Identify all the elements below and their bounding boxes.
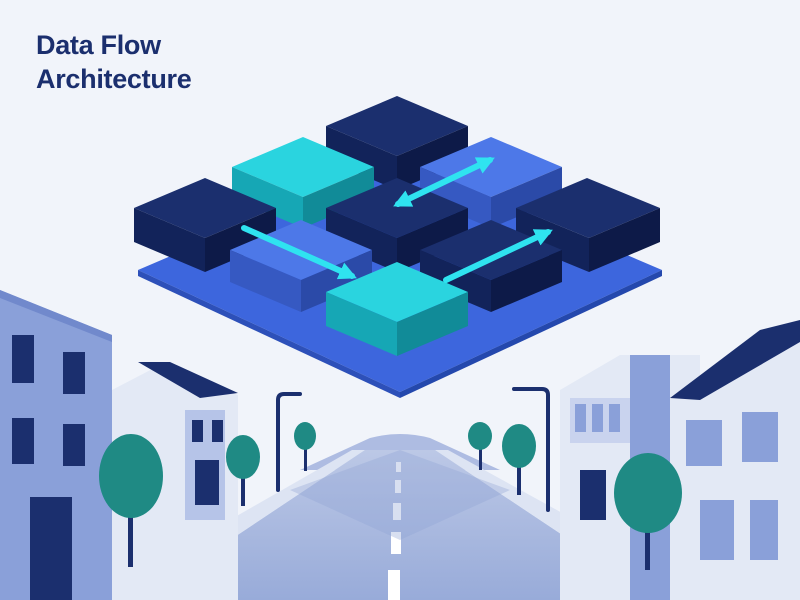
street-lamp-right [512,387,550,512]
right-building-front [670,320,800,600]
lane-markings [388,462,401,600]
tree-right-small [502,424,536,495]
tree-left-far [294,422,316,471]
title-line-2: Architecture [36,64,192,94]
block-front-teal [326,262,468,356]
arrow-up-right-icon [443,229,553,283]
block-left-teal [232,137,374,228]
double-arrow-icon [393,157,495,207]
street-lamp-left [276,392,302,492]
block-left-navy [134,178,276,272]
left-building-mid [112,362,238,600]
page-title: Data Flow Architecture [36,28,192,96]
left-building-front [0,290,112,600]
title-line-1: Data Flow [36,30,161,60]
city-street [0,290,800,600]
tree-right-large [614,453,682,570]
shadow [290,450,510,540]
tree-right-far [468,422,492,470]
road [140,450,660,600]
block-front-right-navy [420,220,562,312]
tree-left-small [226,435,260,506]
tree-left-large [99,434,163,567]
arrow-down-right-icon [241,225,357,280]
data-platform [134,96,662,398]
